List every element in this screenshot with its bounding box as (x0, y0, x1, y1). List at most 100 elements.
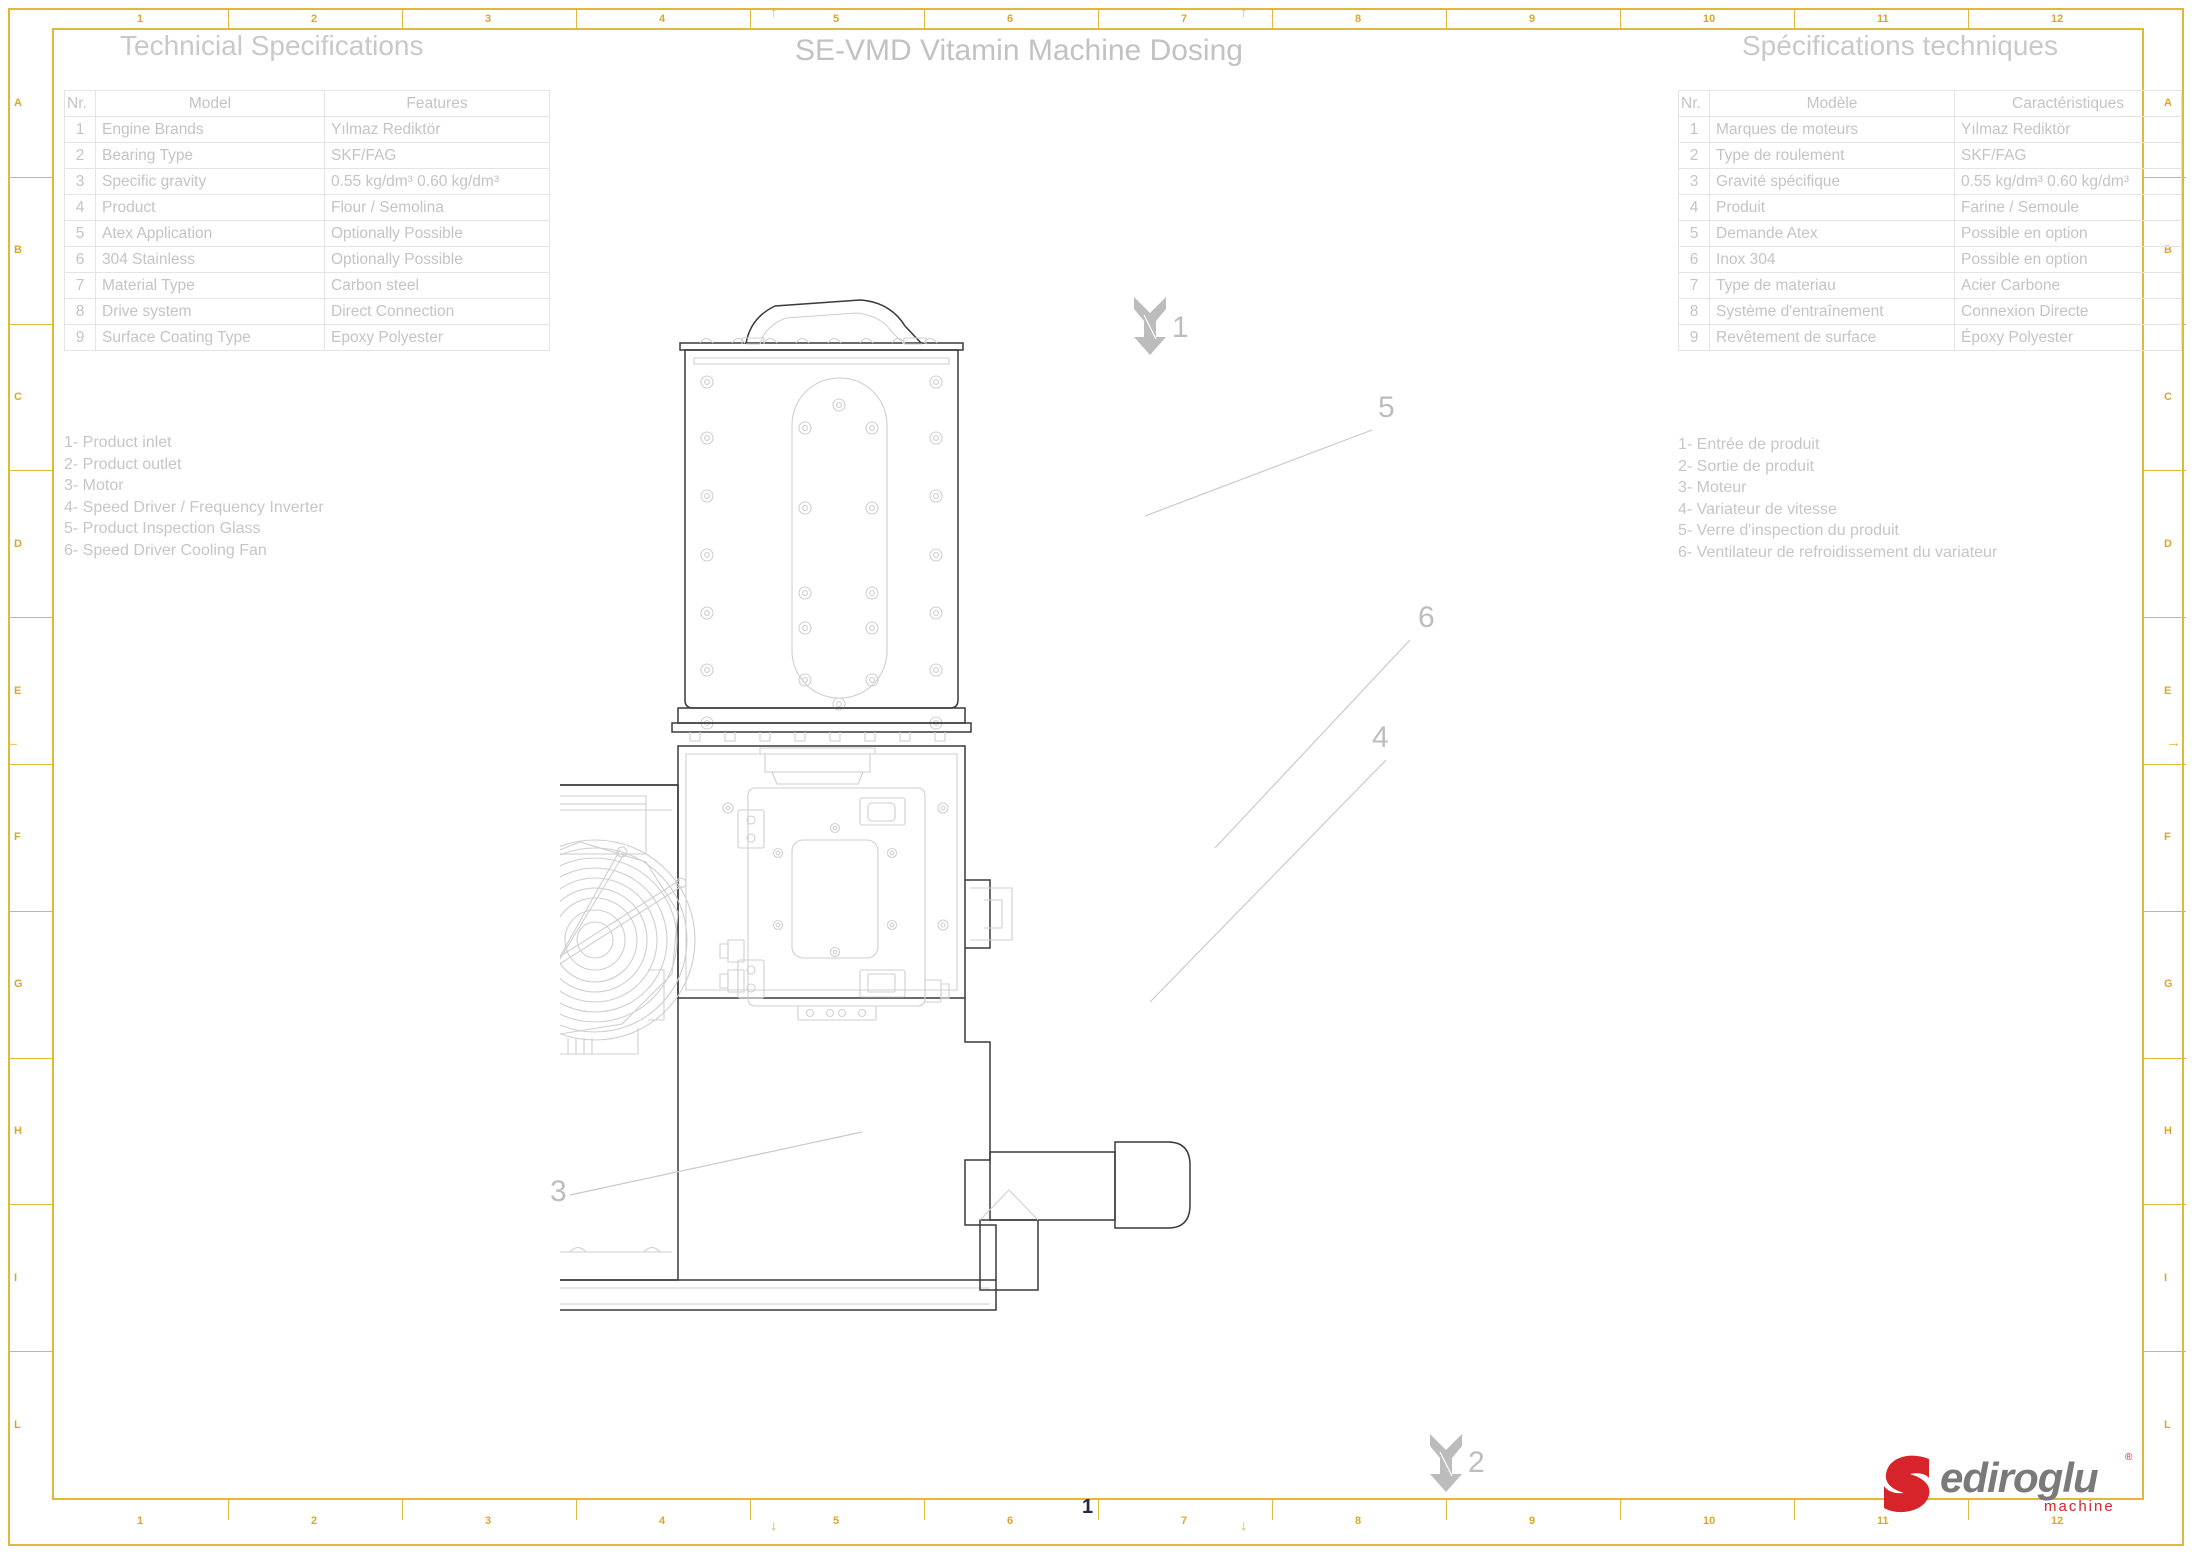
ruler-tick (2142, 1351, 2186, 1353)
ruler-column-label: 5 (833, 13, 840, 25)
table-cell: Marques de moteurs (1709, 116, 1955, 143)
column-header: Nr. (1678, 90, 1710, 117)
frame-center-arrow-icon: ↓ (1240, 1517, 1248, 1534)
product-outlet-arrow-icon (1430, 1434, 1462, 1492)
legend-item: 3- Moteur (1678, 479, 1747, 496)
legend-item: 2- Product outlet (64, 455, 182, 473)
ruler-row-label: G (2164, 978, 2173, 991)
table-cell: 8 (64, 298, 96, 325)
table-cell: Epoxy Polyester (324, 324, 550, 351)
table-cell: 7 (1678, 272, 1710, 299)
ruler-tick (1968, 1498, 1969, 1520)
table-cell: 5 (64, 220, 96, 247)
frame-center-arrow-icon: ← (5, 734, 20, 751)
cooling-fan (560, 795, 696, 1055)
ruler-tick (10, 176, 54, 178)
ruler-tick (10, 1204, 54, 1206)
legend-item: 3- Motor (64, 477, 124, 494)
table-cell: Farine / Semoule (1954, 194, 2182, 221)
table-cell: 6 (64, 246, 96, 273)
ruler-column-label: 1 (137, 13, 144, 25)
ruler-tick (1446, 10, 1447, 30)
ruler-row-label: A (14, 97, 22, 110)
column-header: Model (95, 90, 325, 117)
table-cell: 1 (64, 116, 96, 143)
ruler-column-label: 1 (137, 1515, 144, 1527)
ruler-column-label: 9 (1529, 13, 1536, 25)
ruler-tick (10, 470, 54, 472)
table-cell: Engine Brands (95, 116, 325, 143)
ruler-tick (1968, 10, 1969, 30)
ruler-column-label: 6 (1007, 13, 1014, 25)
ruler-tick (1272, 10, 1273, 30)
ruler-column-label: 10 (1703, 1515, 1716, 1527)
ruler-tick (924, 10, 925, 30)
ruler-column-label: 7 (1181, 1515, 1188, 1527)
table-cell: Possible en option (1954, 246, 2182, 273)
ruler-tick (10, 1351, 54, 1353)
table-cell: 304 Stainless (95, 246, 325, 273)
ruler-column-label: 6 (1007, 1515, 1014, 1527)
ruler-column-label: 8 (1355, 1515, 1362, 1527)
drive-cabinet (677, 745, 1013, 1021)
flow-label-1: 1 (1172, 311, 1189, 344)
ruler-tick (2142, 910, 2186, 912)
ruler-row-label: C (14, 391, 22, 403)
product-outlet-chute (964, 998, 1191, 1291)
company-logo: ediroglu ® machine (1882, 1448, 2140, 1522)
logo-tagline: machine (2044, 1498, 2115, 1515)
table-cell: 6 (1678, 246, 1710, 273)
table-cell: 0.55 kg/dm³ 0.60 kg/dm³ (324, 168, 550, 195)
ruler-tick (1620, 10, 1621, 30)
frame-center-arrow-icon: → (2166, 734, 2181, 751)
ruler-row-label: E (14, 684, 22, 697)
ruler-tick (1446, 1498, 1447, 1520)
table-cell: 0.55 kg/dm³ 0.60 kg/dm³ (1954, 168, 2182, 195)
ruler-column-label: 3 (485, 1515, 492, 1527)
ruler-column-label: 11 (1877, 13, 1889, 25)
legend-item: 1- Entrée de produit (1678, 436, 1820, 453)
table-cell: Inox 304 (1709, 246, 1955, 273)
table-cell: 7 (64, 272, 96, 299)
ruler-row-label: F (2164, 831, 2171, 844)
table-cell: Optionally Possible (324, 246, 550, 273)
ruler-tick (10, 1057, 54, 1059)
table-cell: 8 (1678, 298, 1710, 325)
ruler-tick (10, 323, 54, 325)
ruler-column-label: 10 (1703, 13, 1716, 25)
table-cell: 2 (64, 142, 96, 169)
legend-item: 6- Ventilateur de refroidissement du var… (1678, 543, 1998, 561)
ruler-tick (2142, 617, 2186, 619)
table-cell: SKF/FAG (1954, 142, 2182, 169)
ruler-row-label: L (2164, 1418, 2171, 1431)
ruler-tick (1098, 10, 1099, 30)
page-title: SE-VMD Vitamin Machine Dosing (795, 34, 1243, 67)
ruler-row-label: H (2164, 1125, 2172, 1137)
page-number: 1 (1082, 1496, 1094, 1518)
ruler-row-label: B (14, 244, 22, 257)
table-cell: Optionally Possible (324, 220, 550, 247)
table-cell: Material Type (95, 272, 325, 299)
mid-flange (671, 707, 972, 742)
frame-center-arrow-icon: ↓ (770, 1517, 778, 1534)
upper-body (679, 299, 964, 709)
legend-item: 4- Speed Driver / Frequency Inverter (64, 498, 324, 516)
table-cell: Direct Connection (324, 298, 550, 325)
table-cell: 4 (1678, 194, 1710, 221)
legend-item: 4- Variateur de vitesse (1678, 500, 1837, 518)
ruler-column-label: 9 (1529, 1515, 1536, 1527)
flow-label-2: 2 (1468, 1446, 1485, 1479)
table-cell: Type de materiau (1709, 272, 1955, 299)
